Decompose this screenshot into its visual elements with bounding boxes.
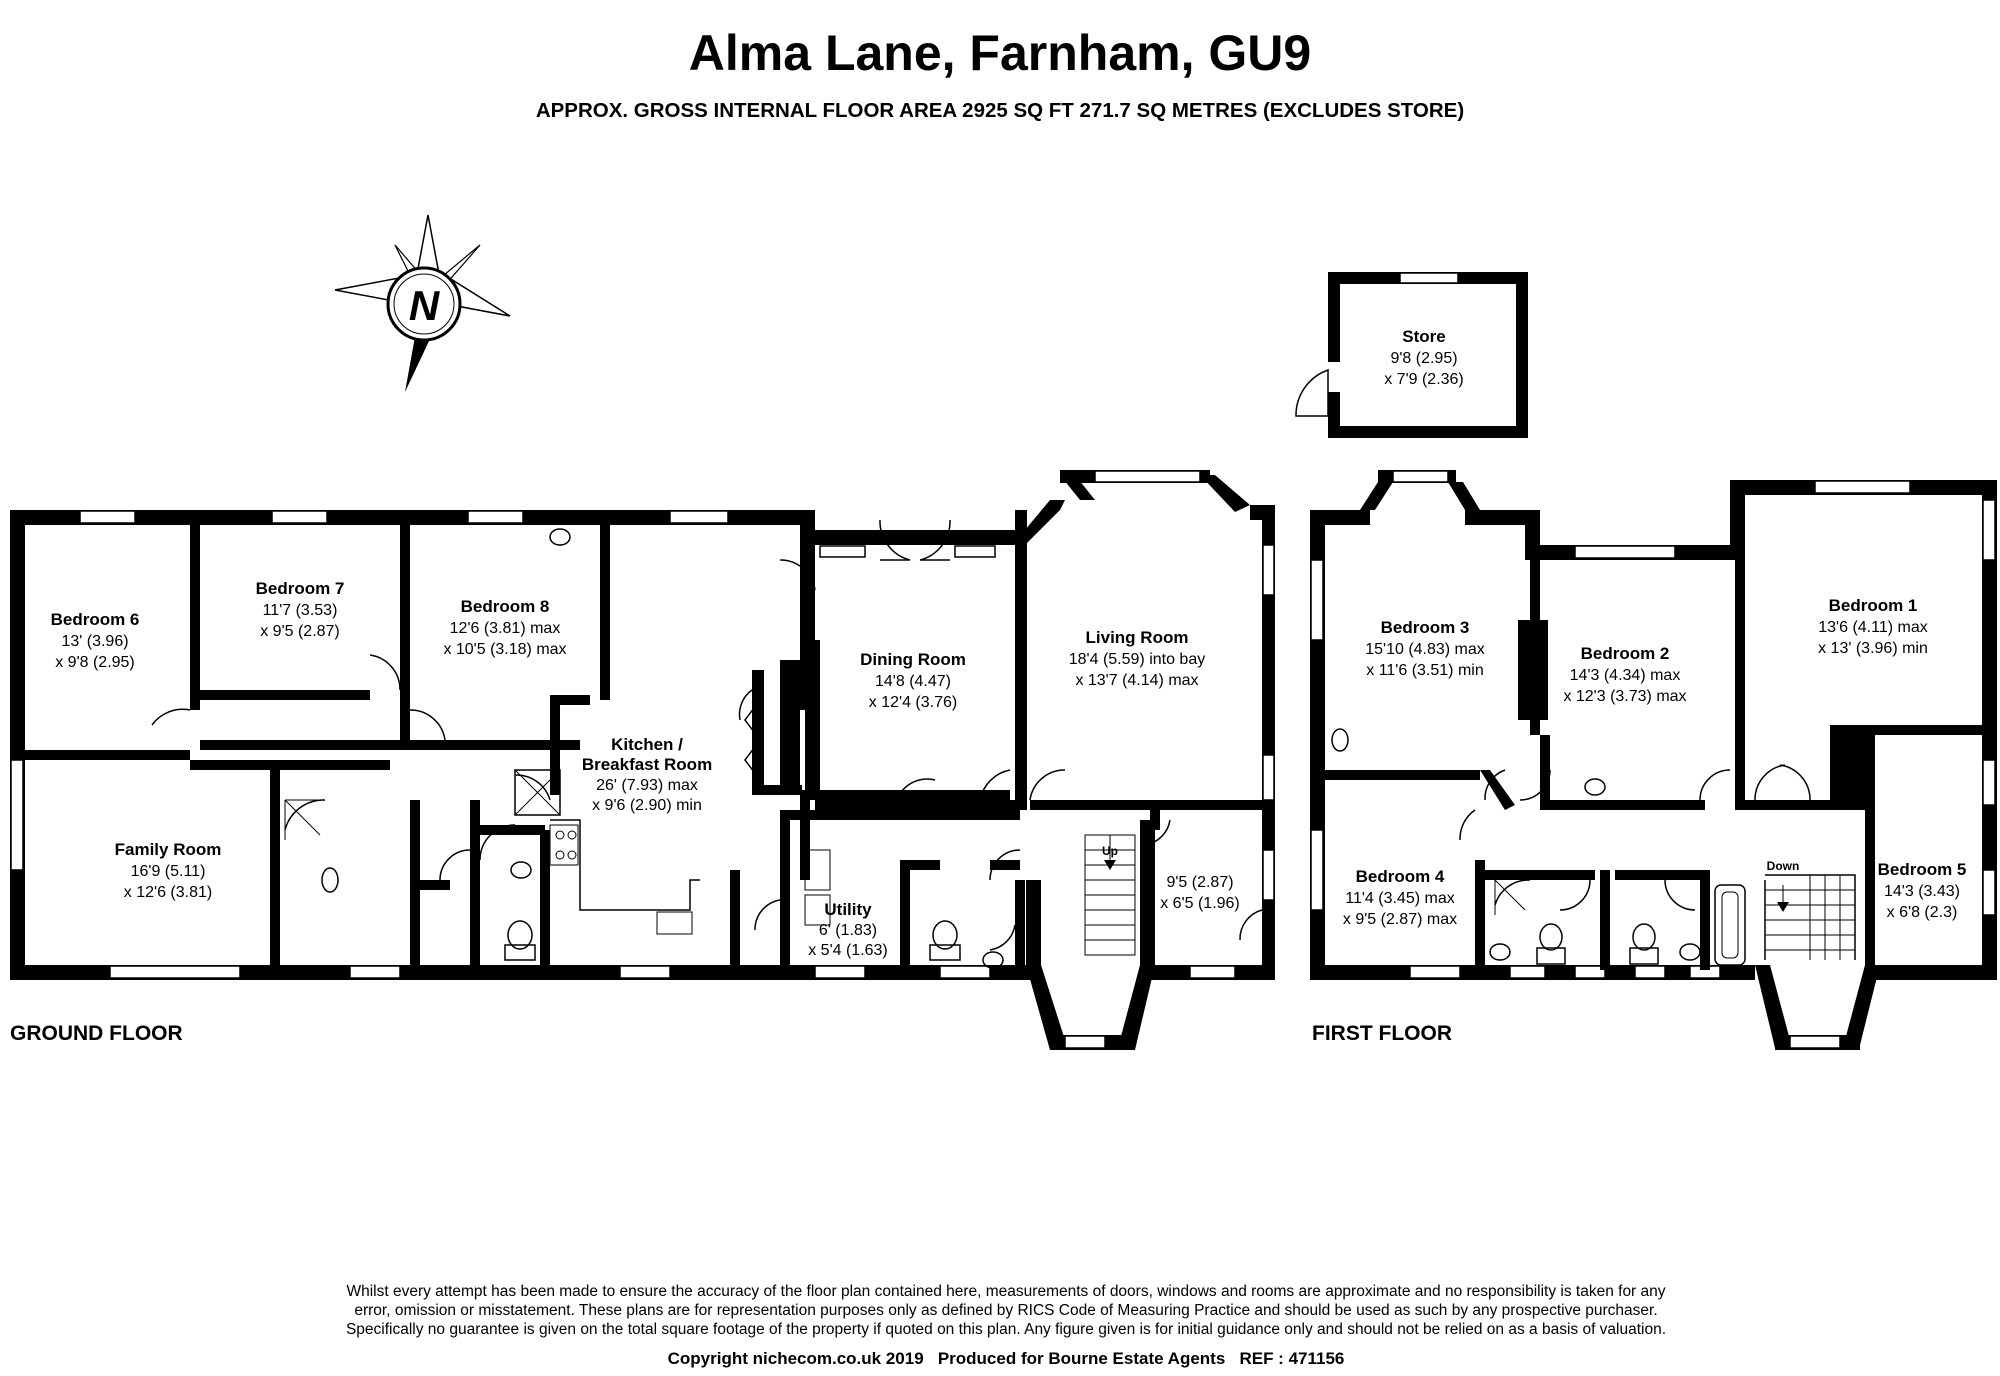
- living-dim-1: 18'4 (5.59) into bay: [1069, 651, 1205, 668]
- stairs-up-label: Up: [1102, 844, 1118, 858]
- kitchen-dim-2: x 9'6 (2.90) min: [592, 797, 702, 814]
- dining-dim-1: 14'8 (4.47): [875, 673, 951, 690]
- bedroom4-name: Bedroom 4: [1356, 867, 1445, 886]
- bedroom6-dim-2: x 9'8 (2.95): [55, 654, 135, 671]
- north-compass-icon: N: [334, 214, 511, 392]
- ground-room-dim-2: x 6'5 (1.96): [1160, 895, 1240, 912]
- ground-room-dim-1: 9'5 (2.87): [1166, 874, 1233, 891]
- bedroom1-name: Bedroom 1: [1829, 596, 1918, 615]
- utility-dim-2: x 5'4 (1.63): [808, 942, 888, 959]
- kitchen-name-2: Breakfast Room: [582, 755, 712, 774]
- bedroom4-dim-1: 11'4 (3.45) max: [1345, 890, 1454, 907]
- family-dim-1: 16'9 (5.11): [131, 863, 206, 880]
- bedroom2-name: Bedroom 2: [1581, 644, 1670, 663]
- bedroom8-dim-2: x 10'5 (3.18) max: [443, 641, 566, 658]
- first-floor-plan: [1310, 470, 1997, 1050]
- compass-north-label: N: [409, 282, 441, 329]
- ground-floor-label: GROUND FLOOR: [10, 1022, 183, 1045]
- ground-floor-plan: [10, 470, 1275, 1050]
- bedroom3-dim-2: x 11'6 (3.51) min: [1366, 662, 1483, 679]
- bedroom6-name: Bedroom 6: [51, 610, 140, 629]
- bedroom2-dim-2: x 12'3 (3.73) max: [1563, 688, 1686, 705]
- dining-dim-2: x 12'4 (3.76): [869, 694, 957, 711]
- floor-area-subtitle: APPROX. GROSS INTERNAL FLOOR AREA 2925 S…: [536, 99, 1464, 122]
- bedroom7-dim-1: 11'7 (3.53): [263, 602, 338, 619]
- plan-title: Alma Lane, Farnham, GU9: [689, 25, 1311, 81]
- bedroom7-name: Bedroom 7: [256, 579, 345, 598]
- utility-name: Utility: [824, 900, 872, 919]
- kitchen-dim-1: 26' (7.93) max: [596, 777, 698, 794]
- bedroom3-name: Bedroom 3: [1381, 618, 1470, 637]
- disclaimer-line-2: error, omission or misstatement. These p…: [354, 1302, 1657, 1319]
- bedroom8-dim-1: 12'6 (3.81) max: [450, 620, 561, 637]
- copyright-line: Copyright nichecom.co.uk 2019 Produced f…: [668, 1349, 1345, 1368]
- bedroom5-name: Bedroom 5: [1878, 860, 1967, 879]
- store-dim-2: x 7'9 (2.36): [1384, 371, 1464, 388]
- utility-dim-1: 6' (1.83): [819, 922, 877, 939]
- stairs-down-label: Down: [1767, 859, 1800, 873]
- disclaimer-line-3: Specifically no guarantee is given on th…: [346, 1321, 1666, 1338]
- first-floor-staircase: [1764, 874, 1856, 960]
- bedroom8-name: Bedroom 8: [461, 597, 550, 616]
- bedroom4-dim-2: x 9'5 (2.87) max: [1343, 911, 1457, 928]
- bedroom1-dim-2: x 13' (3.96) min: [1818, 640, 1928, 657]
- disclaimer-line-1: Whilst every attempt has been made to en…: [346, 1283, 1665, 1300]
- living-name: Living Room: [1086, 628, 1189, 647]
- bedroom1-dim-1: 13'6 (4.11) max: [1818, 619, 1927, 636]
- family-name: Family Room: [115, 840, 222, 859]
- store-dim-1: 9'8 (2.95): [1390, 350, 1457, 367]
- store-name: Store: [1402, 327, 1445, 346]
- bedroom3-dim-1: 15'10 (4.83) max: [1365, 641, 1485, 658]
- bedroom6-dim-1: 13' (3.96): [61, 633, 128, 650]
- dining-name: Dining Room: [860, 650, 966, 669]
- store-outbuilding: [1295, 272, 1528, 438]
- first-floor-label: FIRST FLOOR: [1312, 1022, 1452, 1045]
- kitchen-name-1: Kitchen /: [611, 735, 683, 754]
- bedroom5-dim-2: x 6'8 (2.3): [1887, 904, 1958, 921]
- bedroom7-dim-2: x 9'5 (2.87): [260, 623, 340, 640]
- ground-floor-staircase: [1084, 834, 1136, 956]
- family-dim-2: x 12'6 (3.81): [124, 884, 212, 901]
- bedroom5-dim-1: 14'3 (3.43): [1884, 883, 1960, 900]
- living-dim-2: x 13'7 (4.14) max: [1075, 672, 1198, 689]
- bedroom2-dim-1: 14'3 (4.34) max: [1570, 667, 1681, 684]
